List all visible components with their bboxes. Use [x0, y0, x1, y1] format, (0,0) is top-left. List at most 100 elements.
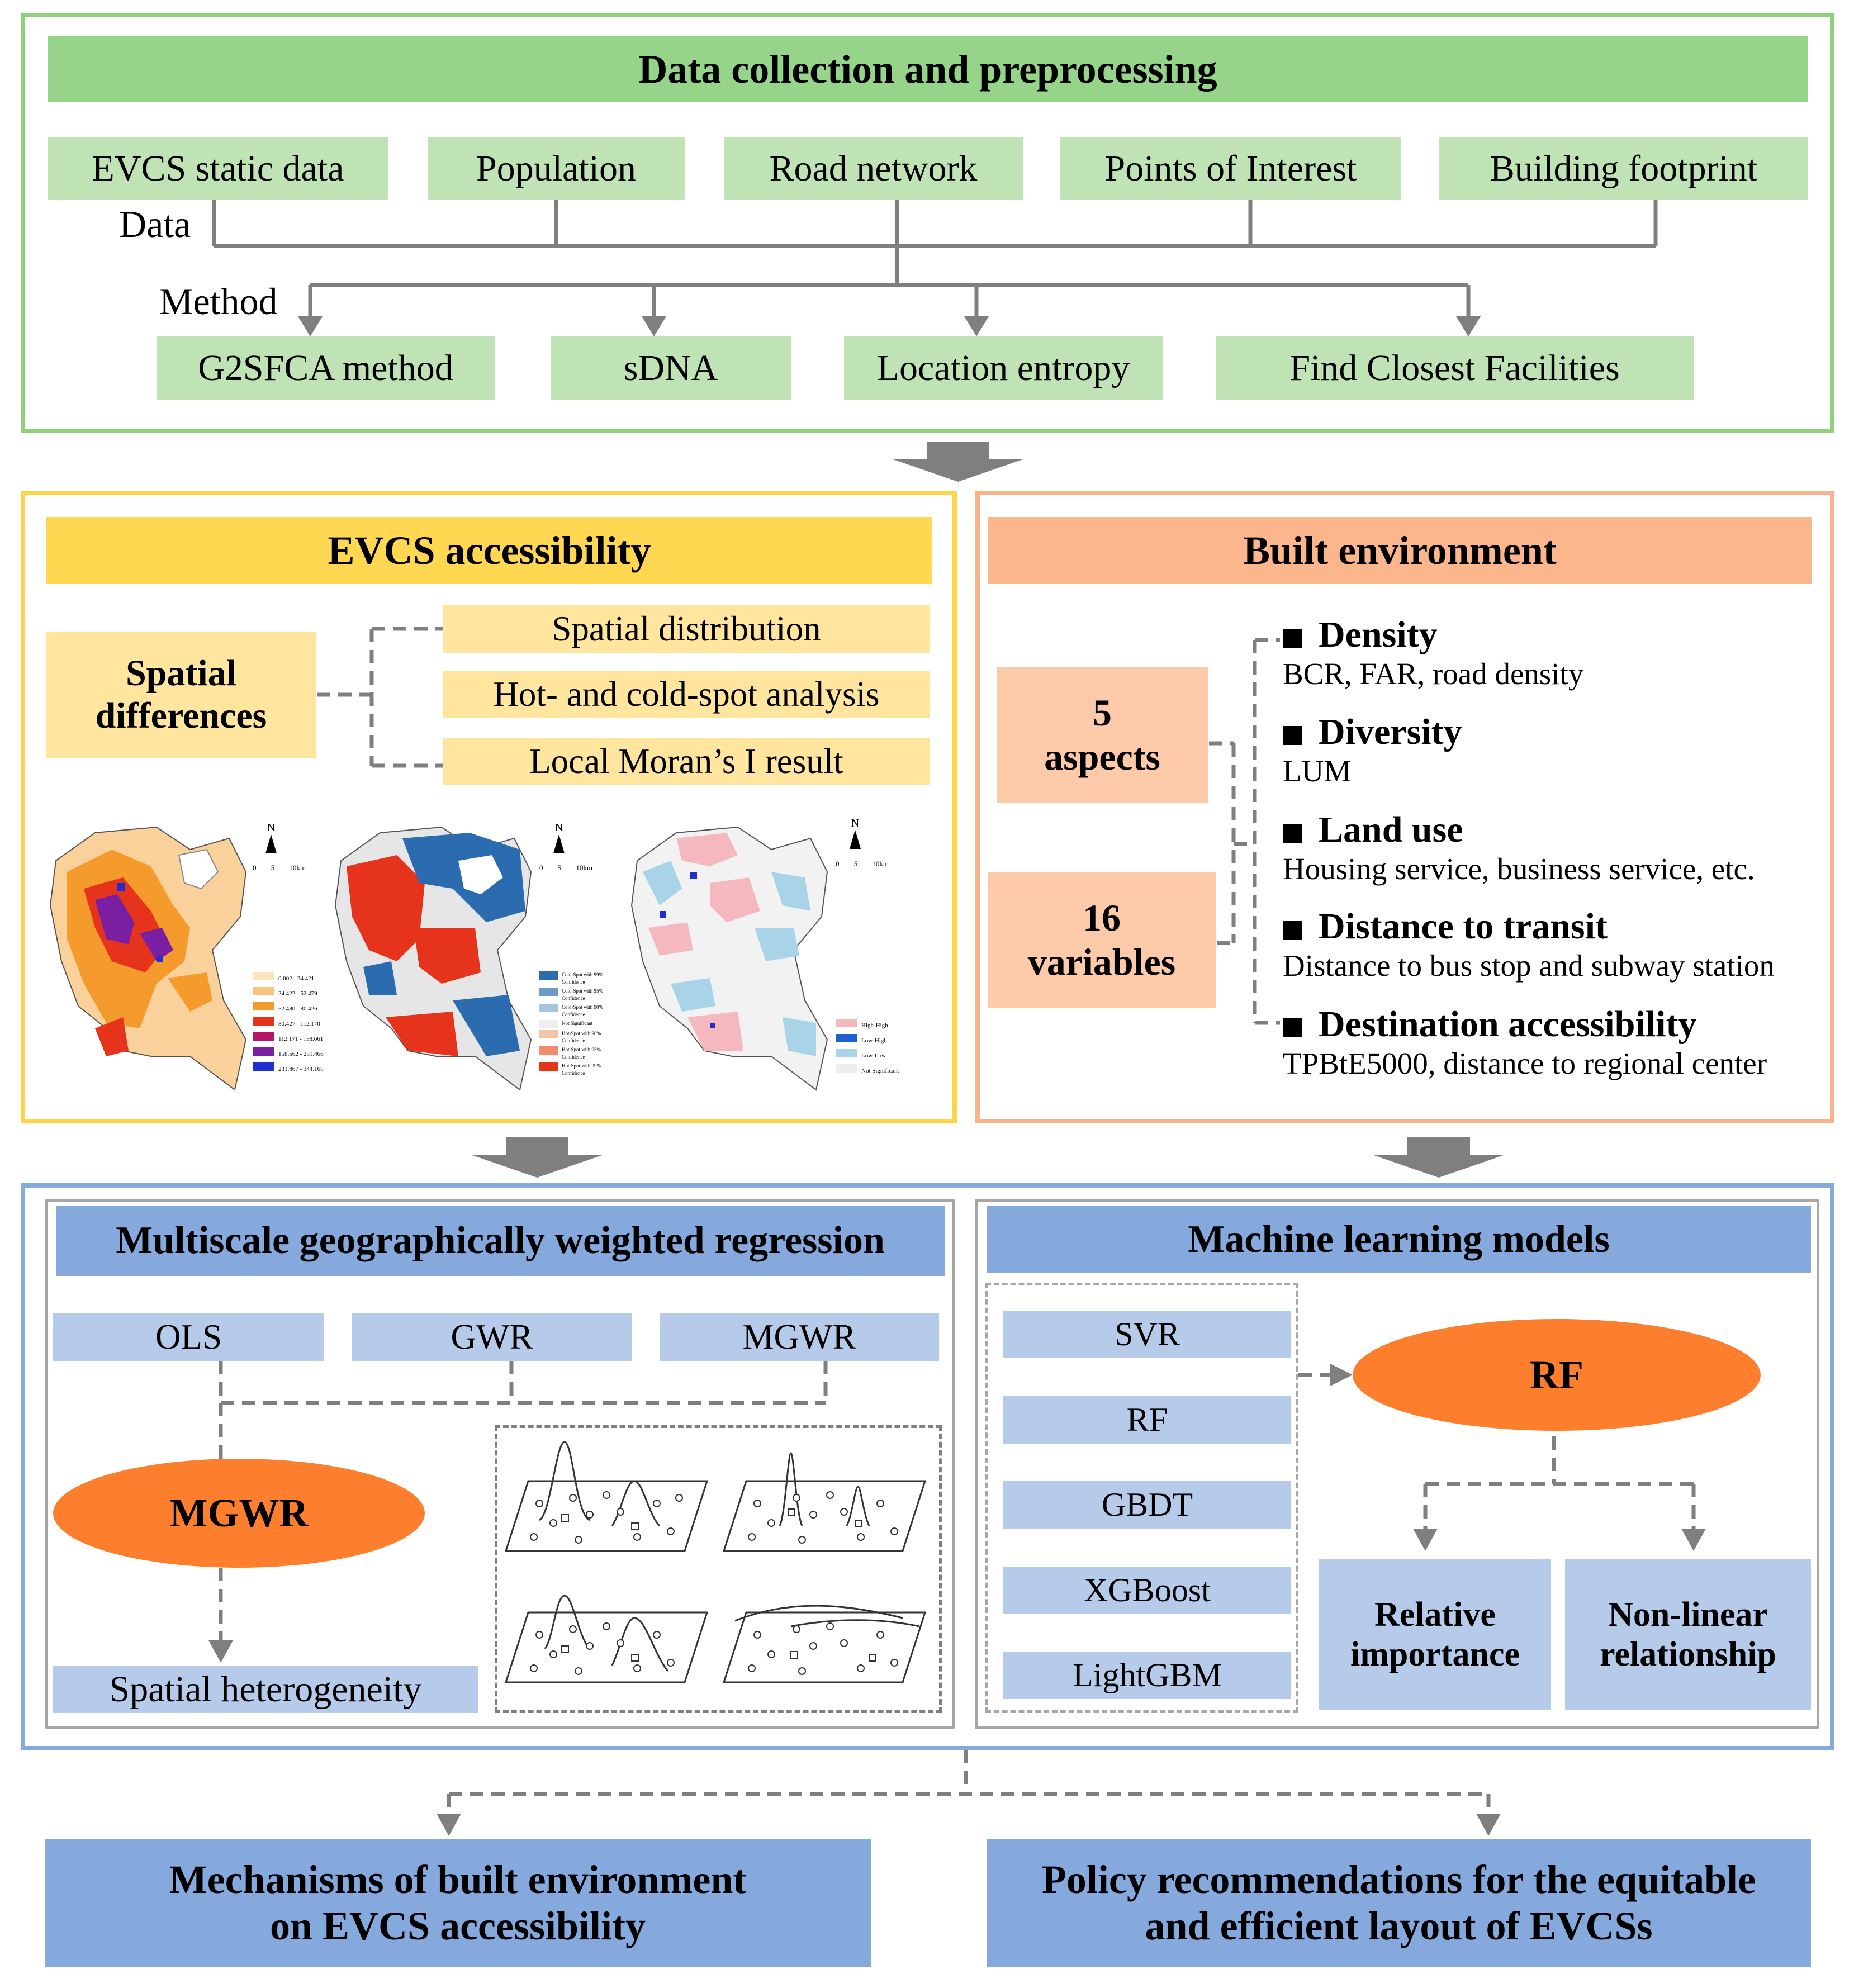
accessibility-map-2 [334, 826, 532, 1091]
spatial-heterogeneity-box: Spatial heterogeneity [53, 1666, 478, 1713]
category-distance-transit: Distance to transit Distance to bus stop… [1283, 905, 1775, 983]
north-label-2: N [554, 822, 563, 834]
scale-0: 0 [836, 860, 840, 868]
category-name: Diversity [1319, 711, 1462, 752]
legend-2-item: Hot-Spot with 90% Confidence [539, 1030, 623, 1045]
kernel-illustration-frame [495, 1425, 942, 1713]
model-mgwr: MGWR [660, 1313, 939, 1361]
hot-cold-spot-box: Hot- and cold-spot analysis [443, 671, 930, 718]
legend-1-item: 112.171 - 158.661 [253, 1032, 324, 1047]
category-destination: Destination accessibility TPBtE5000, dis… [1283, 1003, 1767, 1081]
bullet-square-icon [1283, 726, 1302, 745]
category-desc: LUM [1283, 754, 1352, 788]
local-morans-box: Local Moran’s I result [443, 738, 930, 785]
scale-0: 0 [539, 863, 543, 872]
bullet-square-icon [1283, 921, 1302, 940]
method-label: Method [159, 280, 278, 322]
model-lightgbm: LightGBM [1003, 1652, 1291, 1699]
data-item-evcs: EVCS static data [48, 137, 388, 200]
method-g2sfca: G2SFCA method [157, 336, 495, 400]
category-desc: Distance to bus stop and subway station [1283, 948, 1775, 983]
kernel-illustration [504, 1441, 927, 1683]
north-label-3: N [851, 817, 860, 829]
legend-1-item: 24.422 - 52.479 [253, 986, 324, 1002]
category-diversity: Diversity LUM [1283, 711, 1462, 789]
method-closest-facilities: Find Closest Facilities [1216, 336, 1694, 400]
category-name: Distance to transit [1319, 906, 1608, 947]
mgwr-title: Multiscale geographically weighted regre… [56, 1206, 945, 1276]
mgwr-ellipse: MGWR [53, 1459, 425, 1568]
category-desc: TPBtE5000, distance to regional center [1283, 1046, 1767, 1080]
method-location-entropy: Location entropy [844, 336, 1163, 400]
built-environment-title: Built environment [988, 517, 1812, 584]
category-density: Density BCR, FAR, road density [1283, 614, 1583, 691]
data-item-poi: Points of Interest [1060, 137, 1401, 200]
category-name: Density [1319, 614, 1438, 655]
bullet-square-icon [1283, 824, 1302, 843]
data-item-road-network: Road network [724, 137, 1023, 200]
legend-1-item: 52.480 - 80.426 [253, 1002, 324, 1017]
relative-importance-box: Relative importance [1319, 1559, 1551, 1710]
legend-1-item: 0.002 - 24.421 [253, 971, 324, 986]
built-environment-frame [975, 491, 1834, 1123]
category-desc: BCR, FAR, road density [1283, 657, 1584, 691]
evcs-accessibility-title: EVCS accessibility [46, 517, 932, 584]
outcome-mechanisms: Mechanisms of built environment on EVCS … [45, 1839, 871, 1967]
ml-models-frame [985, 1283, 1298, 1713]
model-gbdt: GBDT [1003, 1481, 1291, 1529]
data-collection-title: Data collection and preprocessing [48, 36, 1808, 102]
scale-bar-3: 0 5 10km [836, 860, 889, 869]
north-arrow-2: N [551, 822, 567, 853]
legend-3-item: High-High [836, 1018, 899, 1033]
legend-1-item: 158.662 - 231.466 [253, 1047, 324, 1062]
scale-0: 0 [253, 863, 257, 872]
data-label: Data [119, 203, 191, 245]
scale-5: 5 [557, 863, 562, 872]
scale-10: 10km [872, 860, 889, 868]
legend-1-item: 231.467 - 344.168 [253, 1062, 324, 1077]
ml-title: Machine learning models [987, 1206, 1811, 1273]
model-rf: RF [1003, 1396, 1291, 1444]
north-arrow-1: N [263, 822, 279, 853]
bullet-square-icon [1283, 629, 1302, 648]
data-item-population: Population [428, 137, 685, 200]
method-sdna: sDNA [551, 336, 791, 400]
model-gwr: GWR [352, 1313, 632, 1361]
north-arrow-3: N [847, 817, 864, 849]
scale-10: 10km [289, 863, 306, 872]
legend-2-item: Hot-Spot with 99% Confidence [539, 1062, 623, 1077]
variables-box: 16 variables [988, 872, 1216, 1008]
accessibility-map-1 [49, 826, 247, 1091]
outcome-policy: Policy recommendations for the equitable… [987, 1839, 1811, 1967]
legend-2-item: Cold-Spot with 90% Confidence [539, 1004, 623, 1018]
spatial-differences-box: Spatial differences [46, 632, 316, 758]
scale-bar-2: 0 5 10km [539, 863, 592, 872]
legend-2-item: Cold-Spot with 95% Confidence [539, 988, 623, 1002]
legend-1: 0.002 - 24.421 24.422 - 52.479 52.480 - … [253, 971, 324, 1077]
data-collection-frame [21, 13, 1834, 433]
scale-5: 5 [853, 860, 858, 868]
legend-2: Cold-Spot with 99% Confidence Cold-Spot … [539, 971, 623, 1079]
nonlinear-relationship-box: Non-linear relationship [1565, 1559, 1811, 1710]
legend-3: High-High Low-High Low-Low Not Significa… [836, 1018, 899, 1079]
scale-10: 10km [576, 863, 592, 872]
legend-2-item: Hot-Spot with 95% Confidence [539, 1046, 623, 1061]
aspects-box: 5 aspects [997, 667, 1208, 803]
bullet-square-icon [1283, 1018, 1302, 1037]
legend-3-item: Low-High [836, 1033, 899, 1048]
modeling-frame [21, 1183, 1834, 1750]
model-ols: OLS [53, 1313, 324, 1361]
model-svr: SVR [1003, 1311, 1291, 1358]
category-name: Land use [1319, 809, 1463, 850]
rf-ellipse: RF [1353, 1319, 1761, 1431]
category-land-use: Land use Housing service, business servi… [1283, 809, 1755, 886]
ml-frame [975, 1199, 1819, 1729]
model-xgboost: XGBoost [1003, 1567, 1291, 1614]
data-item-building: Building footprint [1439, 137, 1808, 200]
evcs-accessibility-frame [21, 491, 957, 1123]
spatial-distribution-box: Spatial distribution [443, 605, 930, 653]
legend-3-item: Not Significant [836, 1064, 899, 1079]
scale-bar-1: 0 5 10km [253, 863, 306, 872]
legend-2-item: Cold-Spot with 99% Confidence [539, 971, 623, 986]
scale-5: 5 [271, 863, 275, 872]
